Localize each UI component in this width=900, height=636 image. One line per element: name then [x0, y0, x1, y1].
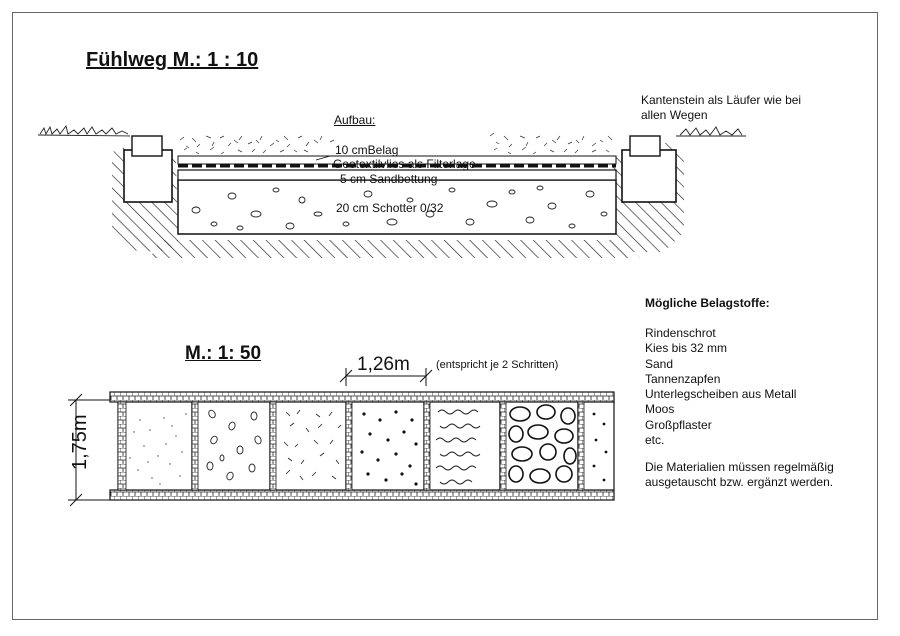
- field-4: [345, 401, 425, 491]
- materials-note: Die Materialien müssen regelmäßig ausget…: [645, 460, 834, 489]
- height-dimension: [68, 393, 110, 507]
- material-item: Moos: [645, 402, 675, 417]
- material-item: Unterlegscheiben aus Metall: [645, 387, 797, 402]
- materials-list: Rindenschrot Kies bis 32 mm Sand Tannenz…: [645, 326, 796, 448]
- edging-top: [109, 391, 615, 403]
- separator: [577, 401, 585, 491]
- texture-bark: [129, 413, 187, 485]
- field-3: [269, 401, 347, 491]
- plan-scale: M.: 1: 50: [185, 343, 262, 364]
- spoil-left: [179, 135, 335, 155]
- separator: [191, 401, 199, 491]
- texture-cones: [360, 410, 418, 486]
- curb-left: [123, 149, 173, 203]
- width-note: (entspricht je 2 Schritten): [436, 359, 559, 371]
- cross-section: [37, 124, 746, 258]
- separator: [117, 401, 127, 491]
- field-2: [191, 401, 271, 491]
- section-heading: Aufbau:: [334, 113, 376, 127]
- width-label: 1,26m: [357, 354, 410, 375]
- separator: [269, 401, 277, 491]
- sand-bed: [177, 169, 617, 181]
- texture-sand: [283, 409, 342, 481]
- curb-right-top: [629, 135, 661, 157]
- width-dimension: [339, 368, 433, 386]
- drawing-title: Fühlweg M.: 1 : 10: [86, 49, 259, 71]
- material-item: Sand: [645, 356, 674, 371]
- layer-label: Geotextilvlies als Filterlage: [333, 157, 476, 171]
- grass-left: [37, 124, 131, 137]
- field-5: [423, 401, 501, 491]
- texture-washers: [592, 412, 608, 482]
- separator: [345, 401, 353, 491]
- edging-bottom: [109, 489, 615, 501]
- curb-right: [621, 149, 677, 203]
- grass-right: [676, 126, 746, 137]
- drawing-frame: [12, 12, 878, 620]
- layer-leader: [315, 155, 331, 161]
- separator: [423, 401, 431, 491]
- texture-cobbles: [508, 404, 577, 484]
- curb-left-top: [131, 135, 163, 157]
- texture-moss: [435, 409, 481, 485]
- material-item: Tannenzapfen: [645, 371, 721, 386]
- surface-layer: [177, 155, 617, 165]
- plan-view: [68, 368, 615, 507]
- layer-label: 20 cm Schotter 0/32: [336, 201, 444, 215]
- separator: [499, 401, 507, 491]
- materials-heading: Mögliche Belagstoffe:: [645, 296, 770, 310]
- layer-label: 5 cm Sandbettung: [340, 172, 438, 186]
- height-label: 1,75m: [69, 414, 91, 470]
- curb-note: Kantenstein als Läufer wie bei allen Weg…: [641, 93, 802, 122]
- texture-gravel: [206, 409, 262, 481]
- material-item: etc.: [645, 433, 665, 448]
- spoil-right: [489, 132, 613, 155]
- material-item: Großpflaster: [645, 417, 712, 432]
- gravel-pebbles: [191, 185, 608, 231]
- field-1: [117, 401, 193, 491]
- earth-bottom: [150, 240, 640, 258]
- material-item: Kies bis 32 mm: [645, 341, 728, 356]
- layer-label: 10 cmBelag: [335, 143, 399, 157]
- material-item: Rindenschrot: [645, 326, 716, 340]
